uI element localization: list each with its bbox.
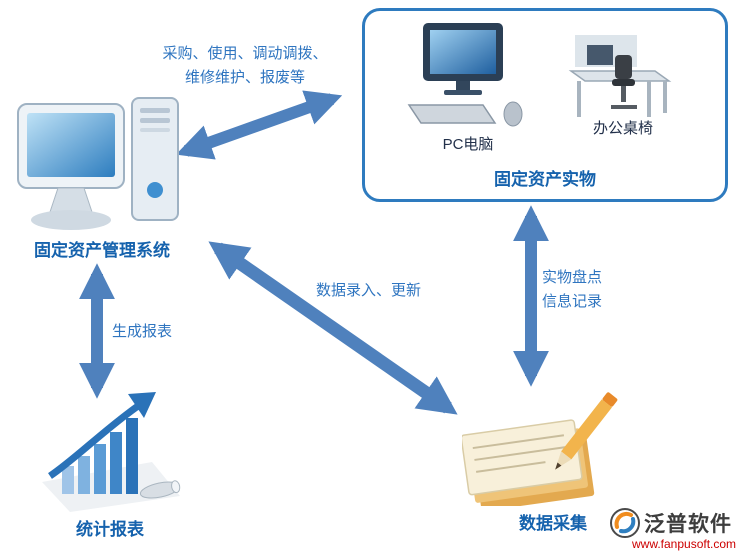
data-entry-caption: 数据录入、更新 [316,282,422,299]
asset-box: PC电脑 办公桌椅 固定资产实物 [362,8,728,202]
procurement-caption: 采购、使用、调动调拨、 维修维护、报废等 [128,42,362,90]
brand-name: 泛普软件 [644,513,732,536]
bar-chart-icon [34,386,186,512]
fanpu-logo-icon [608,506,642,540]
desktop-computer-icon [12,92,202,240]
inventory-caption-line2: 信息记录 [542,293,603,310]
system-label: 固定资产管理系统 [34,241,170,260]
generate-report-caption: 生成报表 [112,323,173,340]
desk-label: 办公桌椅 [592,120,653,137]
collect-label: 数据采集 [519,514,587,533]
procurement-caption-line2: 维修维护、报废等 [184,69,305,86]
pc-icon [403,21,533,131]
report-label: 统计报表 [76,520,144,539]
inventory-caption-line1: 实物盘点 [542,269,603,286]
arrow-system-datacollect [208,241,458,415]
inventory-caption: 实物盘点 信息记录 [542,266,602,314]
procurement-caption-line1: 采购、使用、调动调拨、 [162,45,328,62]
brand-url: www.fanpusoft.com [632,537,737,551]
arrow-system-assets [175,90,343,160]
asset-box-title: 固定资产实物 [494,170,596,189]
pc-label: PC电脑 [442,136,494,153]
notepad-icon [460,382,622,512]
office-desk-icon [567,27,679,123]
